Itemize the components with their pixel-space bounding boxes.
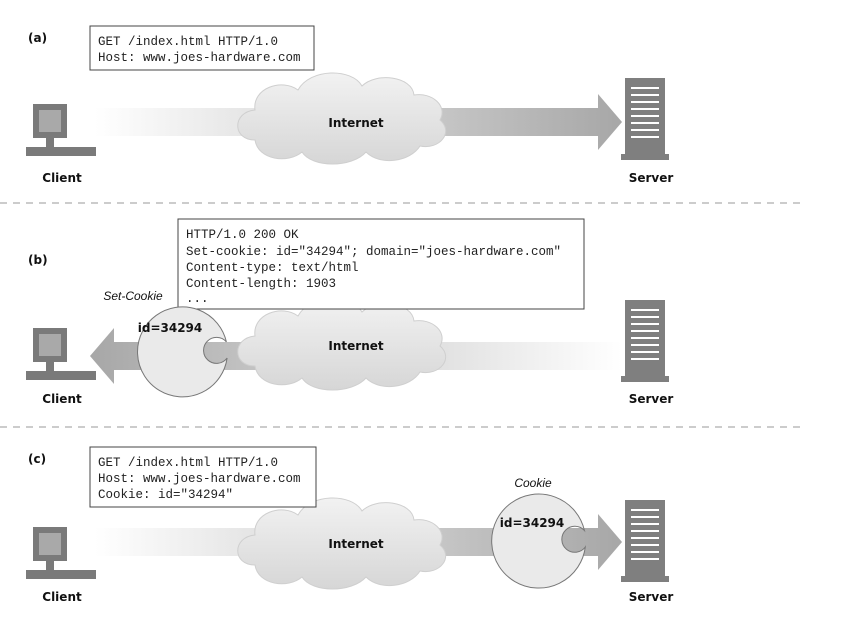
server-icon: [621, 78, 669, 160]
cookie-caption: Cookie: [514, 476, 552, 490]
panel-label: (b): [28, 253, 48, 267]
internet-cloud: Internet: [237, 497, 447, 590]
cookie-icon: id=34294: [137, 306, 228, 398]
internet-cloud: Internet: [237, 298, 447, 391]
request-box: GET /index.html HTTP/1.0 Host: www.joes-…: [89, 446, 317, 508]
panel-b: (b) Internet HTTP/1.0 200 OK Set-cookie:…: [26, 218, 674, 406]
client-label: Client: [42, 590, 82, 604]
cookie-caption: Set-Cookie: [103, 289, 163, 303]
server-icon: [621, 500, 669, 582]
internet-cloud: Internet: [237, 72, 447, 165]
cookie-icon: id=34294: [491, 493, 587, 589]
client-label: Client: [42, 392, 82, 406]
content-length-line: Content-length: 1903: [186, 277, 336, 291]
set-cookie-line: Set-cookie: id="34294"; domain="joes-har…: [186, 245, 561, 259]
server-label: Server: [629, 392, 674, 406]
request-line: GET /index.html HTTP/1.0: [98, 35, 278, 49]
cookie-value: id=34294: [500, 516, 565, 530]
client-computer-icon: [26, 104, 96, 156]
panel-a: (a) GET /index.html HTTP/1.0 Host: www.j…: [26, 25, 674, 185]
server-icon: [621, 300, 669, 382]
cloud-label: Internet: [328, 339, 383, 353]
status-line: HTTP/1.0 200 OK: [186, 228, 299, 242]
server-label: Server: [629, 171, 674, 185]
response-box: HTTP/1.0 200 OK Set-cookie: id="34294"; …: [177, 218, 585, 310]
client-computer-icon: [26, 527, 96, 579]
request-line: GET /index.html HTTP/1.0: [98, 456, 278, 470]
client-computer-icon: [26, 328, 96, 380]
cookie-header-line: Cookie: id="34294": [98, 488, 233, 502]
cookie-value: id=34294: [138, 321, 203, 335]
ellipsis-line: ...: [186, 292, 209, 306]
client-label: Client: [42, 171, 82, 185]
panel-c: (c) Internet GET /index.html HTTP/1.0 Ho…: [26, 446, 674, 604]
panel-label: (a): [28, 31, 47, 45]
request-box: GET /index.html HTTP/1.0 Host: www.joes-…: [89, 25, 315, 71]
server-label: Server: [629, 590, 674, 604]
cloud-label: Internet: [328, 116, 383, 130]
cloud-label: Internet: [328, 537, 383, 551]
content-type-line: Content-type: text/html: [186, 261, 359, 275]
panel-label: (c): [28, 452, 46, 466]
host-line: Host: www.joes-hardware.com: [98, 51, 301, 65]
host-line: Host: www.joes-hardware.com: [98, 472, 301, 486]
